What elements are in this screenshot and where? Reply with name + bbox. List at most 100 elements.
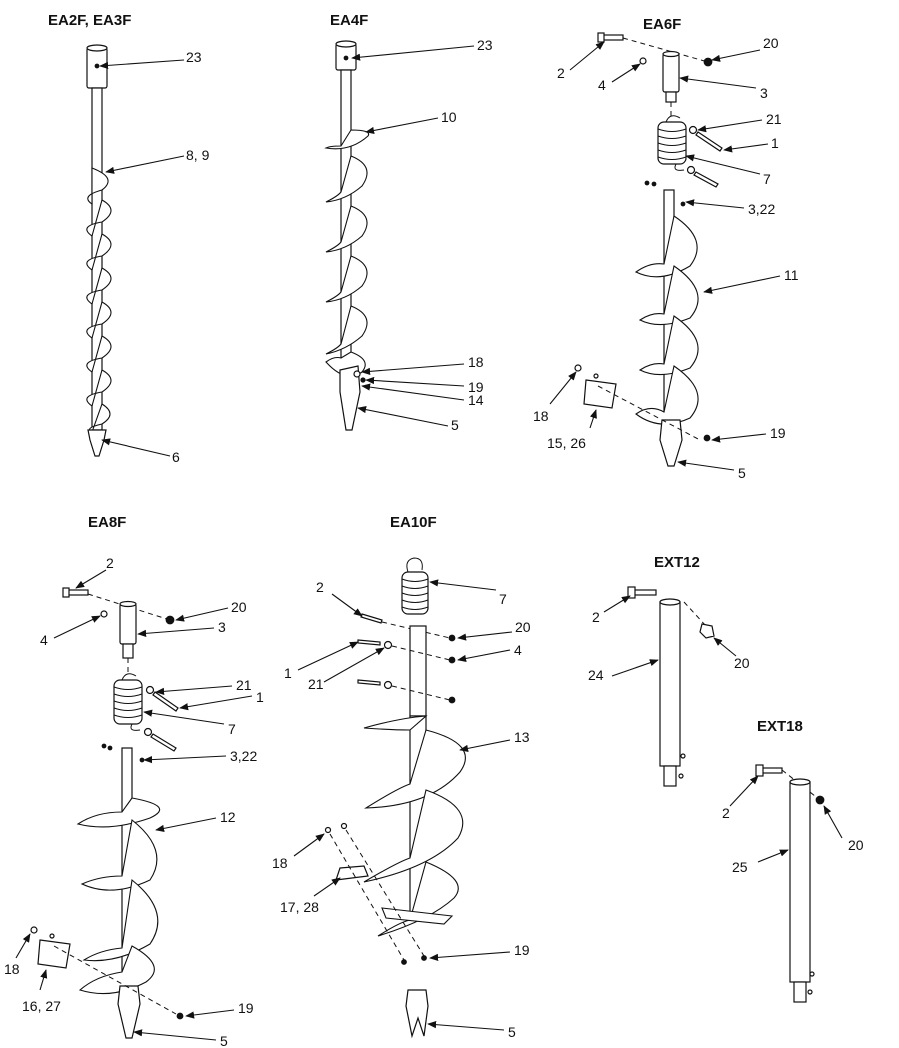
washer xyxy=(145,685,155,695)
callout-label: 2 xyxy=(722,805,730,821)
callout-label: 14 xyxy=(468,392,484,408)
assembly-title: EA2F, EA3F xyxy=(48,12,131,29)
assembly-title: EA6F xyxy=(643,16,681,33)
callout-label: 10 xyxy=(441,109,457,125)
callout-label: 1 xyxy=(771,135,779,151)
callout-label: 3 xyxy=(218,619,226,635)
callout-label: 18 xyxy=(272,855,288,871)
callout-label: 20 xyxy=(231,599,247,615)
lock-washer xyxy=(100,610,108,618)
drive-adapter xyxy=(119,603,137,645)
auger-flighting xyxy=(86,167,112,433)
nut xyxy=(699,623,715,639)
callout-label: 20 xyxy=(763,35,779,51)
bolt xyxy=(693,171,719,188)
callout-label: 3,22 xyxy=(230,748,257,764)
callout-label: 5 xyxy=(451,417,459,433)
washer xyxy=(686,165,696,175)
callout-label: 23 xyxy=(186,49,202,65)
callout-label: 3,22 xyxy=(748,201,775,217)
callout-label: 21 xyxy=(766,111,782,127)
bolt xyxy=(360,613,383,624)
spring-coil xyxy=(113,673,143,731)
callout-label: 4 xyxy=(514,642,522,658)
carbide-tooth xyxy=(659,419,683,467)
callout-label: 20 xyxy=(848,837,864,853)
nut xyxy=(176,1012,184,1020)
extension-tube xyxy=(659,601,681,767)
callout-label: 7 xyxy=(228,721,236,737)
callout-label: 21 xyxy=(308,676,324,692)
washer xyxy=(383,640,393,650)
callout-label: 2 xyxy=(316,579,324,595)
callout-label: 8, 9 xyxy=(186,147,210,163)
callout-label: 4 xyxy=(40,632,48,648)
callout-label: 20 xyxy=(734,655,750,671)
bolt xyxy=(357,639,381,646)
bolt xyxy=(324,826,332,834)
carbide-tooth xyxy=(117,985,141,1039)
callout-label: 18 xyxy=(533,408,549,424)
assembly-ea8f: EA8F xyxy=(4,514,264,1048)
extension-tube xyxy=(789,781,811,983)
bolt xyxy=(695,131,723,152)
nut xyxy=(448,634,456,642)
assembly-title: EA4F xyxy=(330,12,368,29)
bolt xyxy=(67,589,89,596)
assembly-title: EA8F xyxy=(88,514,126,531)
washer xyxy=(143,727,153,737)
callout-label: 6 xyxy=(172,449,180,465)
callout-label: 17, 28 xyxy=(280,899,319,915)
callout-label: 1 xyxy=(284,665,292,681)
callout-label: 19 xyxy=(238,1000,254,1016)
callout-label: 5 xyxy=(738,465,746,481)
nut xyxy=(401,959,407,965)
assembly-ea2f: EA2F, EA3F 23 8, 9 6 xyxy=(48,12,210,465)
callout-label: 19 xyxy=(514,942,530,958)
callout-label: 11 xyxy=(784,267,799,283)
callout-label: 24 xyxy=(588,667,604,683)
callout-label: 19 xyxy=(468,379,484,395)
assembly-ea10f: EA10F 7 xyxy=(272,514,531,1040)
assembly-title: EXT18 xyxy=(757,718,803,735)
nut xyxy=(165,615,175,625)
bolt xyxy=(340,822,348,830)
wear-plate xyxy=(37,939,71,969)
callout-label: 12 xyxy=(220,809,236,825)
assembly-ext18: EXT18 2 20 25 xyxy=(722,718,864,1003)
assembly-ea6f: EA6F xyxy=(533,16,799,481)
callout-label: 18 xyxy=(468,354,484,370)
callout-label: 2 xyxy=(592,609,600,625)
assembly-title: EXT12 xyxy=(654,554,700,571)
bolt xyxy=(353,370,361,378)
nut xyxy=(815,795,825,805)
callout-label: 1 xyxy=(256,689,264,705)
washer xyxy=(688,125,698,135)
assembly-title: EA10F xyxy=(390,514,437,531)
callout-label: 25 xyxy=(732,859,748,875)
bolt xyxy=(602,34,624,41)
callout-label: 16, 27 xyxy=(22,998,61,1014)
callout-label: 18 xyxy=(4,961,20,977)
washer xyxy=(383,680,393,690)
callout-label: 2 xyxy=(557,65,565,81)
bolt xyxy=(30,926,38,934)
drive-adapter xyxy=(662,53,680,93)
spring-coil xyxy=(401,557,429,615)
assembly-ea4f: EA4F 23 10 18 19 14 5 xyxy=(324,12,493,433)
drive-collar xyxy=(409,625,427,717)
bolt xyxy=(574,364,582,372)
callout-label: 21 xyxy=(236,677,252,693)
callout-label: 7 xyxy=(763,171,771,187)
callout-label: 20 xyxy=(515,619,531,635)
bolt xyxy=(761,767,783,774)
bolt xyxy=(150,733,177,752)
bolt xyxy=(152,691,179,712)
nut xyxy=(703,57,713,67)
carbide-tooth xyxy=(339,365,361,431)
callout-label: 2 xyxy=(106,555,114,571)
callout-label: 5 xyxy=(220,1033,228,1048)
bolt xyxy=(357,679,381,686)
callout-label: 15, 26 xyxy=(547,435,586,451)
